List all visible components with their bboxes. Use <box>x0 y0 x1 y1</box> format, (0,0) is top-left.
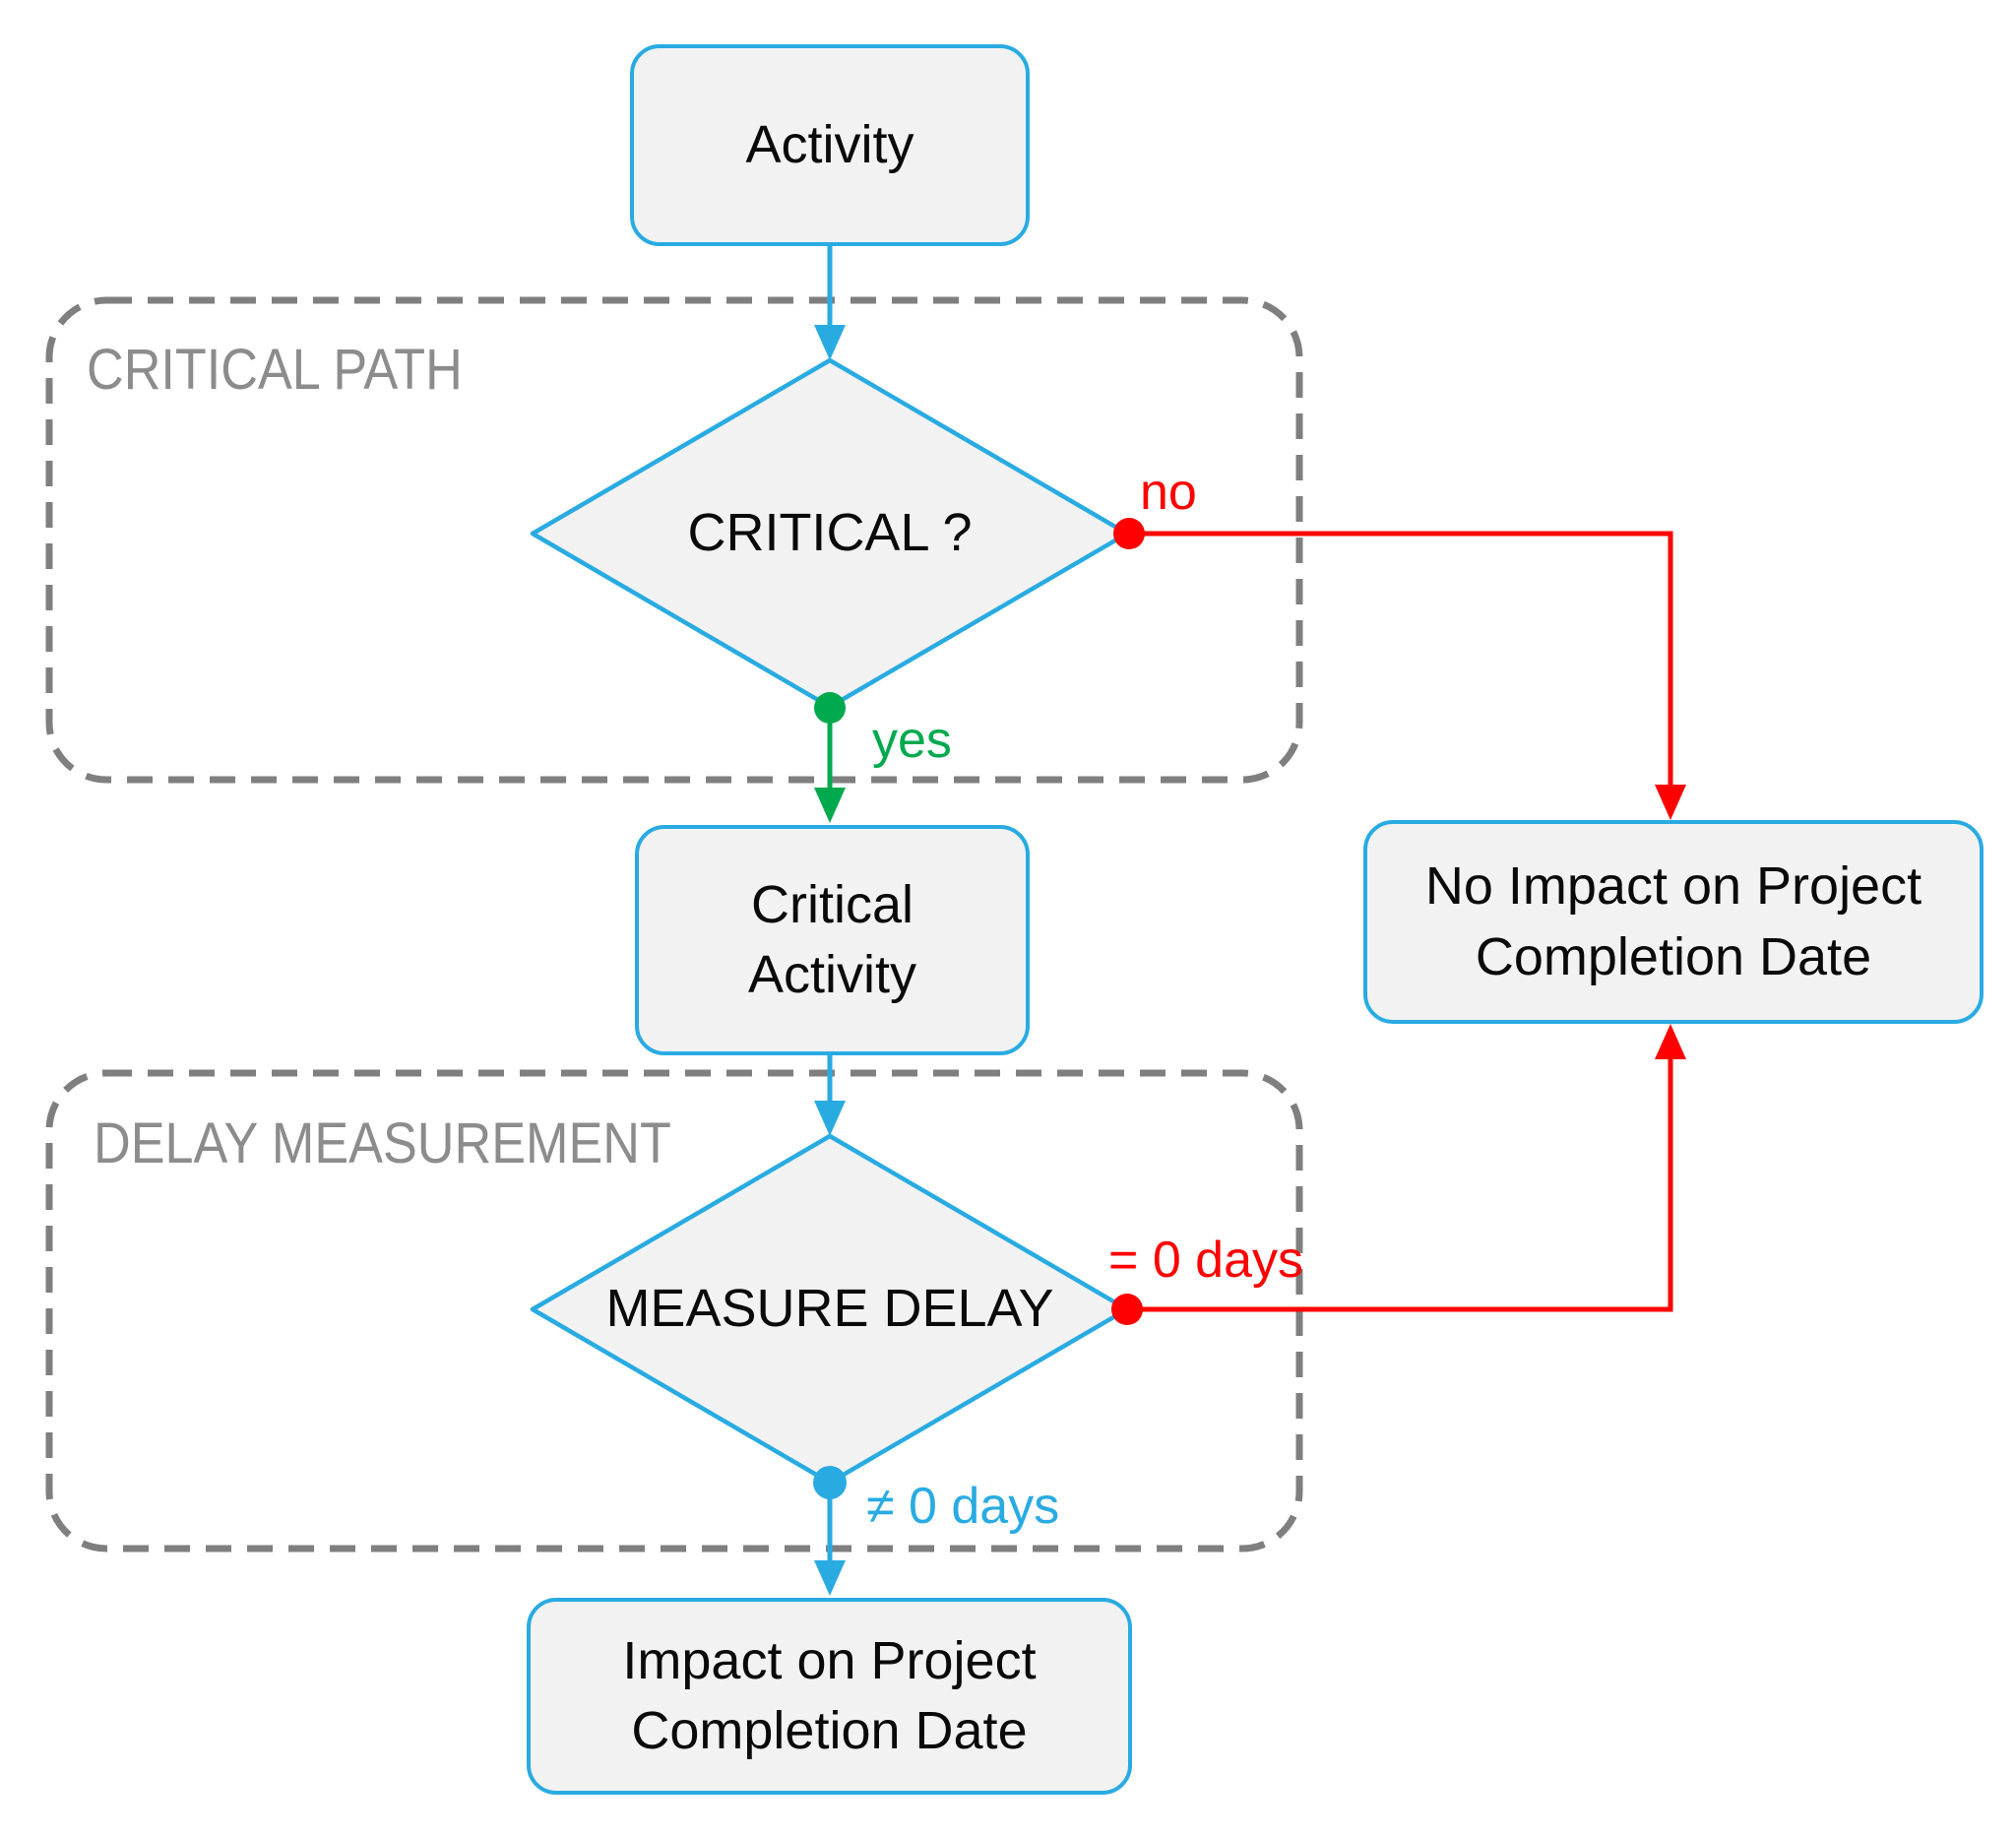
critical-path-group-border <box>45 296 1303 784</box>
node-impact: Impact on Project Completion Date <box>527 1598 1132 1795</box>
yes-edge-label: yes <box>872 712 952 769</box>
edge-measure-delay-zero-days <box>1127 1024 1686 1312</box>
node-no-impact-line1: No Impact on Project <box>1424 856 1922 917</box>
edge-activity-to-critical-question <box>814 246 846 360</box>
edge-measure-delay-nonzero-days <box>814 1483 846 1596</box>
node-critical-activity: Critical Activity <box>635 825 1030 1055</box>
zero-days-branch-dot <box>1111 1294 1143 1325</box>
nonzero-days-edge-label: ≠ 0 days <box>866 1478 1060 1535</box>
node-no-impact: No Impact on Project Completion Date <box>1363 820 1984 1024</box>
edge-critical-activity-to-measure-delay <box>814 1055 846 1136</box>
node-no-impact-line2: Completion Date <box>1475 926 1872 986</box>
edge-critical-question-yes <box>814 708 846 823</box>
critical-path-group-label: CRITICAL PATH <box>87 338 463 402</box>
node-impact-line1: Impact on Project <box>622 1630 1037 1690</box>
edge-critical-question-no <box>1129 531 1686 820</box>
no-edge-label: no <box>1140 464 1197 521</box>
yes-branch-dot <box>814 692 846 724</box>
nonzero-days-branch-dot <box>813 1466 847 1499</box>
no-branch-dot <box>1113 518 1145 549</box>
node-critical-activity-line2: Activity <box>747 945 917 1004</box>
measure-delay-label: MEASURE DELAY <box>605 1279 1054 1338</box>
node-impact-line2: Completion Date <box>631 1701 1028 1760</box>
node-activity-label: Activity <box>745 114 914 174</box>
critical-question-label: CRITICAL ? <box>687 503 973 562</box>
zero-days-edge-label: = 0 days <box>1108 1232 1304 1289</box>
node-activity: Activity <box>630 44 1030 246</box>
delay-measurement-group-label: DELAY MEASUREMENT <box>94 1111 671 1175</box>
node-critical-activity-line1: Critical <box>750 874 914 934</box>
